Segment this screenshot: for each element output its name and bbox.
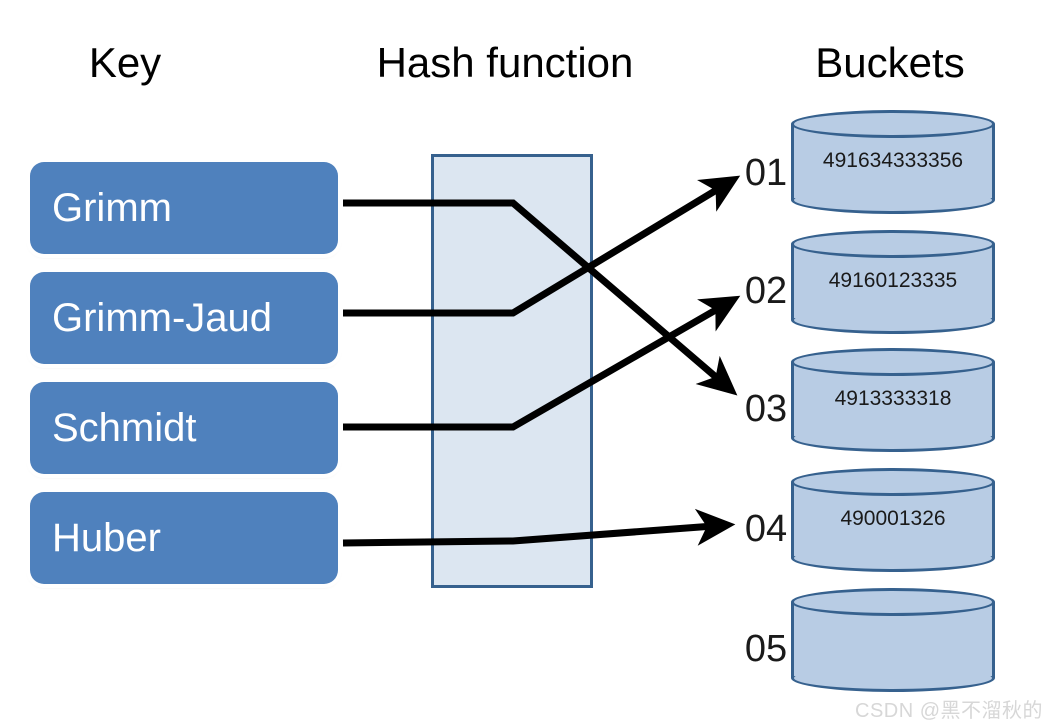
cylinder-top-ellipse: [791, 348, 995, 376]
bucket-value: 49160123335: [828, 269, 958, 292]
bucket-index-04: 04: [744, 508, 788, 550]
bucket-index-02: 02: [744, 270, 788, 312]
key-label: Grimm: [52, 186, 172, 230]
cylinder-top-ellipse: [791, 110, 995, 138]
bucket-cylinder-03[interactable]: 4913333318: [791, 348, 995, 452]
cylinder-top-ellipse: [791, 230, 995, 258]
bucket-cylinder-02[interactable]: 49160123335: [791, 230, 995, 334]
key-label: Huber: [52, 516, 161, 560]
key-box-grimm-jaud[interactable]: Grimm-Jaud: [30, 272, 338, 364]
hash-function-box: [431, 154, 593, 588]
bucket-value: 4913333318: [834, 387, 952, 410]
key-label: Schmidt: [52, 406, 197, 450]
csdn-watermark: CSDN @黑不溜秋的: [855, 700, 1044, 722]
bucket-index-01: 01: [744, 152, 788, 194]
key-box-huber[interactable]: Huber: [30, 492, 338, 584]
bucket-cylinder-05[interactable]: [791, 588, 995, 692]
bucket-value: 490001326: [840, 507, 946, 530]
key-box-grimm[interactable]: Grimm: [30, 162, 338, 254]
column-heading-buckets: Buckets: [815, 39, 965, 86]
bucket-cylinder-04[interactable]: 490001326: [791, 468, 995, 572]
bucket-value: 491634333356: [822, 149, 964, 172]
bucket-cylinder-01[interactable]: 491634333356: [791, 110, 995, 214]
key-label: Grimm-Jaud: [52, 296, 273, 340]
bucket-index-03: 03: [744, 388, 788, 430]
column-heading-key: Key: [88, 39, 162, 86]
cylinder-top-ellipse: [791, 588, 995, 616]
bucket-index-05: 05: [744, 628, 788, 670]
cylinder-top-ellipse: [791, 468, 995, 496]
column-heading-hash-function: Hash function: [376, 39, 634, 86]
key-box-schmidt[interactable]: Schmidt: [30, 382, 338, 474]
